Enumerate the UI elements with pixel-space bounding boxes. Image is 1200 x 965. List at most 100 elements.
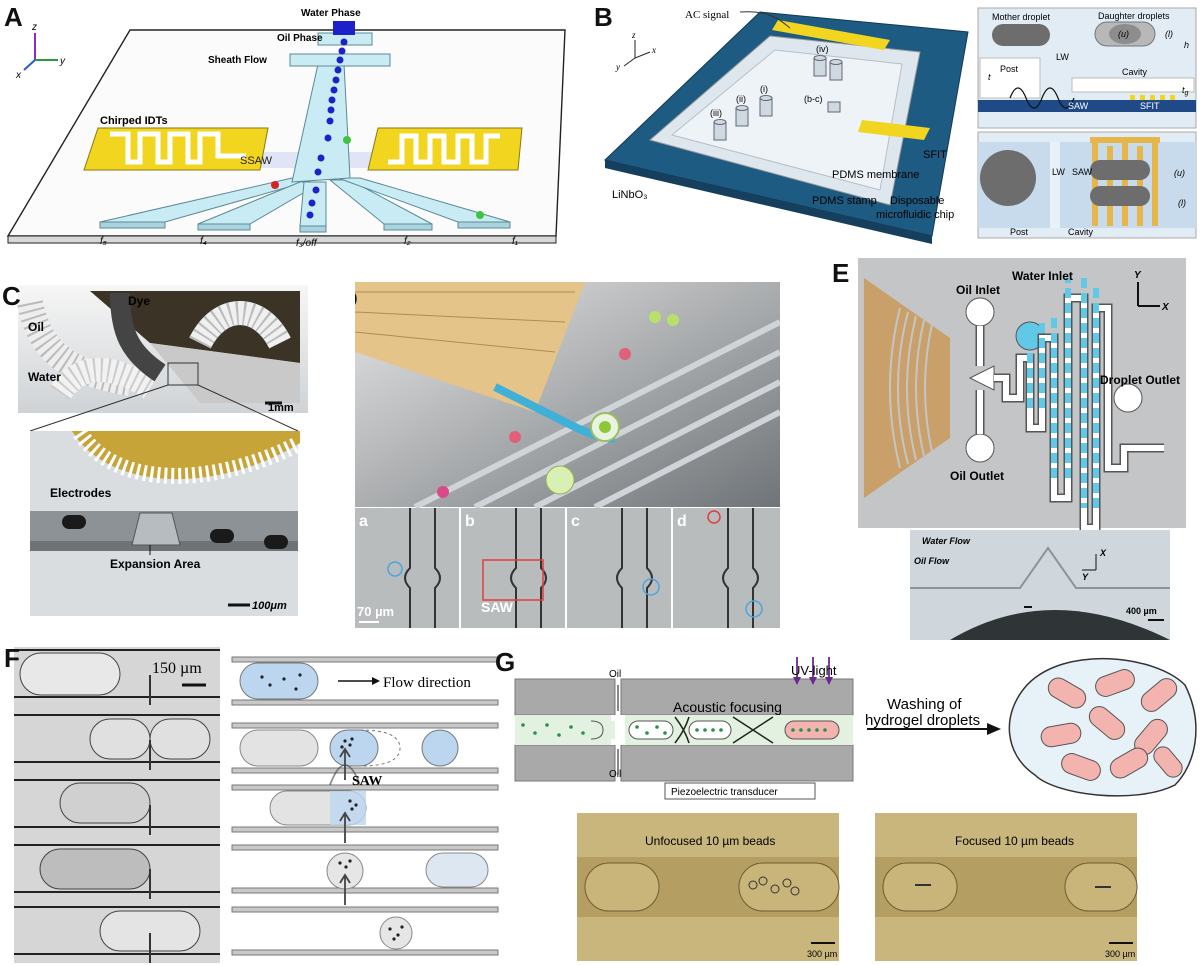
post-iv-label: (iv) (816, 44, 829, 54)
panel-label-a: A (4, 2, 23, 32)
scale-1mm-label: 1mm (268, 402, 294, 414)
post-ii-label: (ii) (736, 94, 746, 104)
panel-g: Oil Oil Piezoelectric transducer Acousti… (495, 645, 1200, 965)
expansion-area-label: Expansion Area (110, 557, 201, 571)
l-label: (l) (1165, 29, 1173, 39)
sub-d-label: d (677, 513, 687, 530)
panel-label-e: E (832, 258, 850, 288)
scale-300um-1-label: 300 µm (807, 949, 837, 959)
l2-label: (l) (1178, 198, 1186, 208)
scale-400um-label: 400 µm (1126, 606, 1157, 616)
piezo-label: Piezoelectric transducer (671, 787, 778, 798)
uv-light-label: UV-light (791, 663, 837, 678)
washing-line2-label: hydrogel droplets (865, 712, 980, 729)
sub-c-label: c (571, 513, 580, 530)
sub-a-label: a (359, 513, 368, 530)
substrate-label: LiNbO₃ (612, 189, 648, 201)
f-schematics (231, 656, 499, 956)
water-phase-label: Water Phase (301, 8, 361, 19)
pdms-membrane-label: PDMS membrane (832, 169, 919, 181)
saw-label: SAW (1068, 101, 1089, 111)
oil-flow-label: Oil Flow (914, 556, 950, 566)
microfluidic-chip-label: microfluidic chip (876, 209, 954, 221)
oil-label: Oil (28, 320, 44, 334)
panel-label-g: G (495, 647, 516, 677)
e-axis-x: X (1161, 302, 1170, 313)
sfit-label: SFIT (923, 149, 947, 161)
scale-150um-label: 150 µm (152, 660, 202, 677)
micrograph-frames (14, 649, 220, 963)
u-label: (u) (1118, 29, 1129, 39)
post2-label: Post (1010, 227, 1029, 237)
panel-f: 150 µm (0, 645, 500, 965)
saw-f-label: SAW (352, 774, 382, 789)
b-axis-x: x (651, 45, 656, 55)
axis-y-label: y (59, 56, 66, 67)
lw-label: LW (1056, 52, 1069, 62)
axis-z-label: z (31, 22, 37, 33)
mother-droplet-label: Mother droplet (992, 12, 1051, 22)
idt-left (83, 127, 269, 171)
oil-outlet-label: Oil Outlet (950, 469, 1004, 483)
water-label: Water (28, 370, 61, 384)
b-axis-z: z (631, 30, 636, 40)
water-inlet-label: Water Inlet (1012, 269, 1073, 283)
pdms-stamp-label: PDMS stamp (812, 195, 877, 207)
panel-d: a b c d 70 µm SAW D (355, 282, 780, 632)
sheath-flow-label: Sheath Flow (208, 55, 267, 66)
daughter-droplets-label: Daughter droplets (1098, 11, 1170, 21)
t-label: t (988, 72, 991, 82)
post-i-label: (i) (760, 84, 768, 94)
saw2-label: SAW (1072, 167, 1093, 177)
oil-top-label: Oil (609, 669, 621, 680)
water-flow-label: Water Flow (922, 536, 971, 546)
e2-axis-y: Y (1082, 572, 1089, 582)
u2-label: (u) (1174, 168, 1185, 178)
tg-label: tg (1182, 85, 1189, 97)
panel-c: Oil Dye Water 1mm Electrodes Expansion A… (0, 283, 320, 628)
oil-bottom-label: Oil (609, 769, 621, 780)
cavity-label: Cavity (1122, 67, 1148, 77)
electrodes-label: Electrodes (50, 486, 112, 500)
b-top-view (977, 131, 1197, 239)
axis-x-label: x (15, 70, 22, 81)
cavity2-label: Cavity (1068, 227, 1094, 237)
chirped-idts-label: Chirped IDTs (100, 115, 168, 127)
idt-right (367, 127, 523, 171)
acoustic-focusing-label: Acoustic focusing (673, 699, 782, 715)
sfit-small-label: SFIT (1140, 101, 1160, 111)
h-label: h (1184, 40, 1189, 50)
outlet-f2-label: f₂ (404, 236, 411, 247)
outlet-f4-label: f₄ (200, 236, 207, 247)
panel-label-d: D (355, 286, 358, 312)
lw2-label: LW (1052, 167, 1065, 177)
droplet-outlet-label: Droplet Outlet (1100, 373, 1180, 387)
post-bc-label: (b-c) (804, 94, 823, 104)
panel-e: Y X Oil Inlet Water Inlet Droplet Outlet… (830, 258, 1200, 643)
scale-100um-label: 100μm (252, 600, 287, 612)
b-axis-y: y (615, 62, 620, 72)
oil-phase-label: Oil Phase (277, 33, 323, 44)
panel-a: z y x Water Phase Oil Phase Sheath Flow … (0, 0, 575, 250)
outlet-f5-label: f₅ (100, 236, 107, 247)
panel-label-f: F (4, 645, 20, 673)
dye-label: Dye (128, 294, 150, 308)
ssaw-label: SSAW (240, 155, 273, 167)
scale-70um-label: 70 µm (357, 604, 394, 619)
sub-b-label: b (465, 513, 475, 530)
post-label: Post (1000, 64, 1019, 74)
saw-d-label: SAW (481, 599, 514, 615)
e2-axis-x: X (1099, 548, 1107, 558)
e-axis-y: Y (1134, 270, 1142, 281)
micrographs-d (355, 508, 780, 628)
flow-direction-label: Flow direction (383, 675, 471, 691)
panel-label-c: C (2, 283, 21, 311)
disposable-label: Disposable (890, 195, 944, 207)
b-side-view (977, 7, 1197, 129)
outlet-f1-label: f₁ (512, 236, 518, 247)
panel-b: AC signal z x y (iv) (i) (ii) (iii) (b-c… (590, 0, 1200, 250)
focused-beads-label: Focused 10 µm beads (955, 834, 1074, 848)
panel-label-b: B (594, 2, 613, 32)
scale-300um-2-label: 300 µm (1105, 949, 1135, 959)
oil-inlet-label: Oil Inlet (956, 283, 1000, 297)
